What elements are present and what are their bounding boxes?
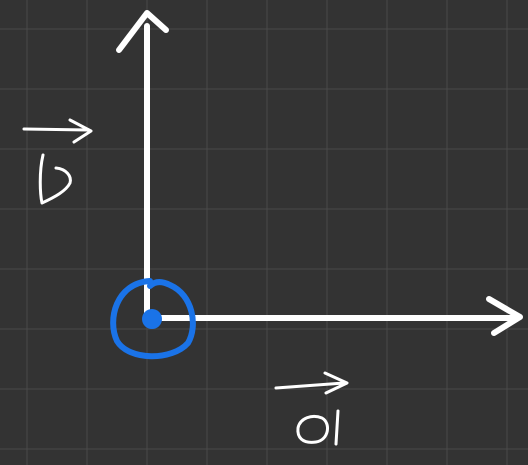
- horizontal-axis: [147, 296, 523, 336]
- vertical-axis: [116, 10, 169, 321]
- x-vector-label-arrow: [274, 371, 349, 395]
- y-vector-label-glyph: [38, 153, 72, 205]
- x-vector-label: 01: [274, 371, 349, 446]
- horizontal-axis-arrowhead: [486, 296, 523, 336]
- y-vector-label-arrow: [22, 118, 93, 144]
- x-vector-label-glyph-1: [334, 409, 340, 446]
- x-vector-label-glyph-0: [296, 414, 329, 444]
- vertical-axis-arrowhead: [116, 10, 169, 53]
- origin-marker: [110, 278, 196, 360]
- origin-dot: [142, 309, 162, 329]
- origin-circle: [110, 278, 196, 360]
- y-vector-label: b: [22, 118, 93, 205]
